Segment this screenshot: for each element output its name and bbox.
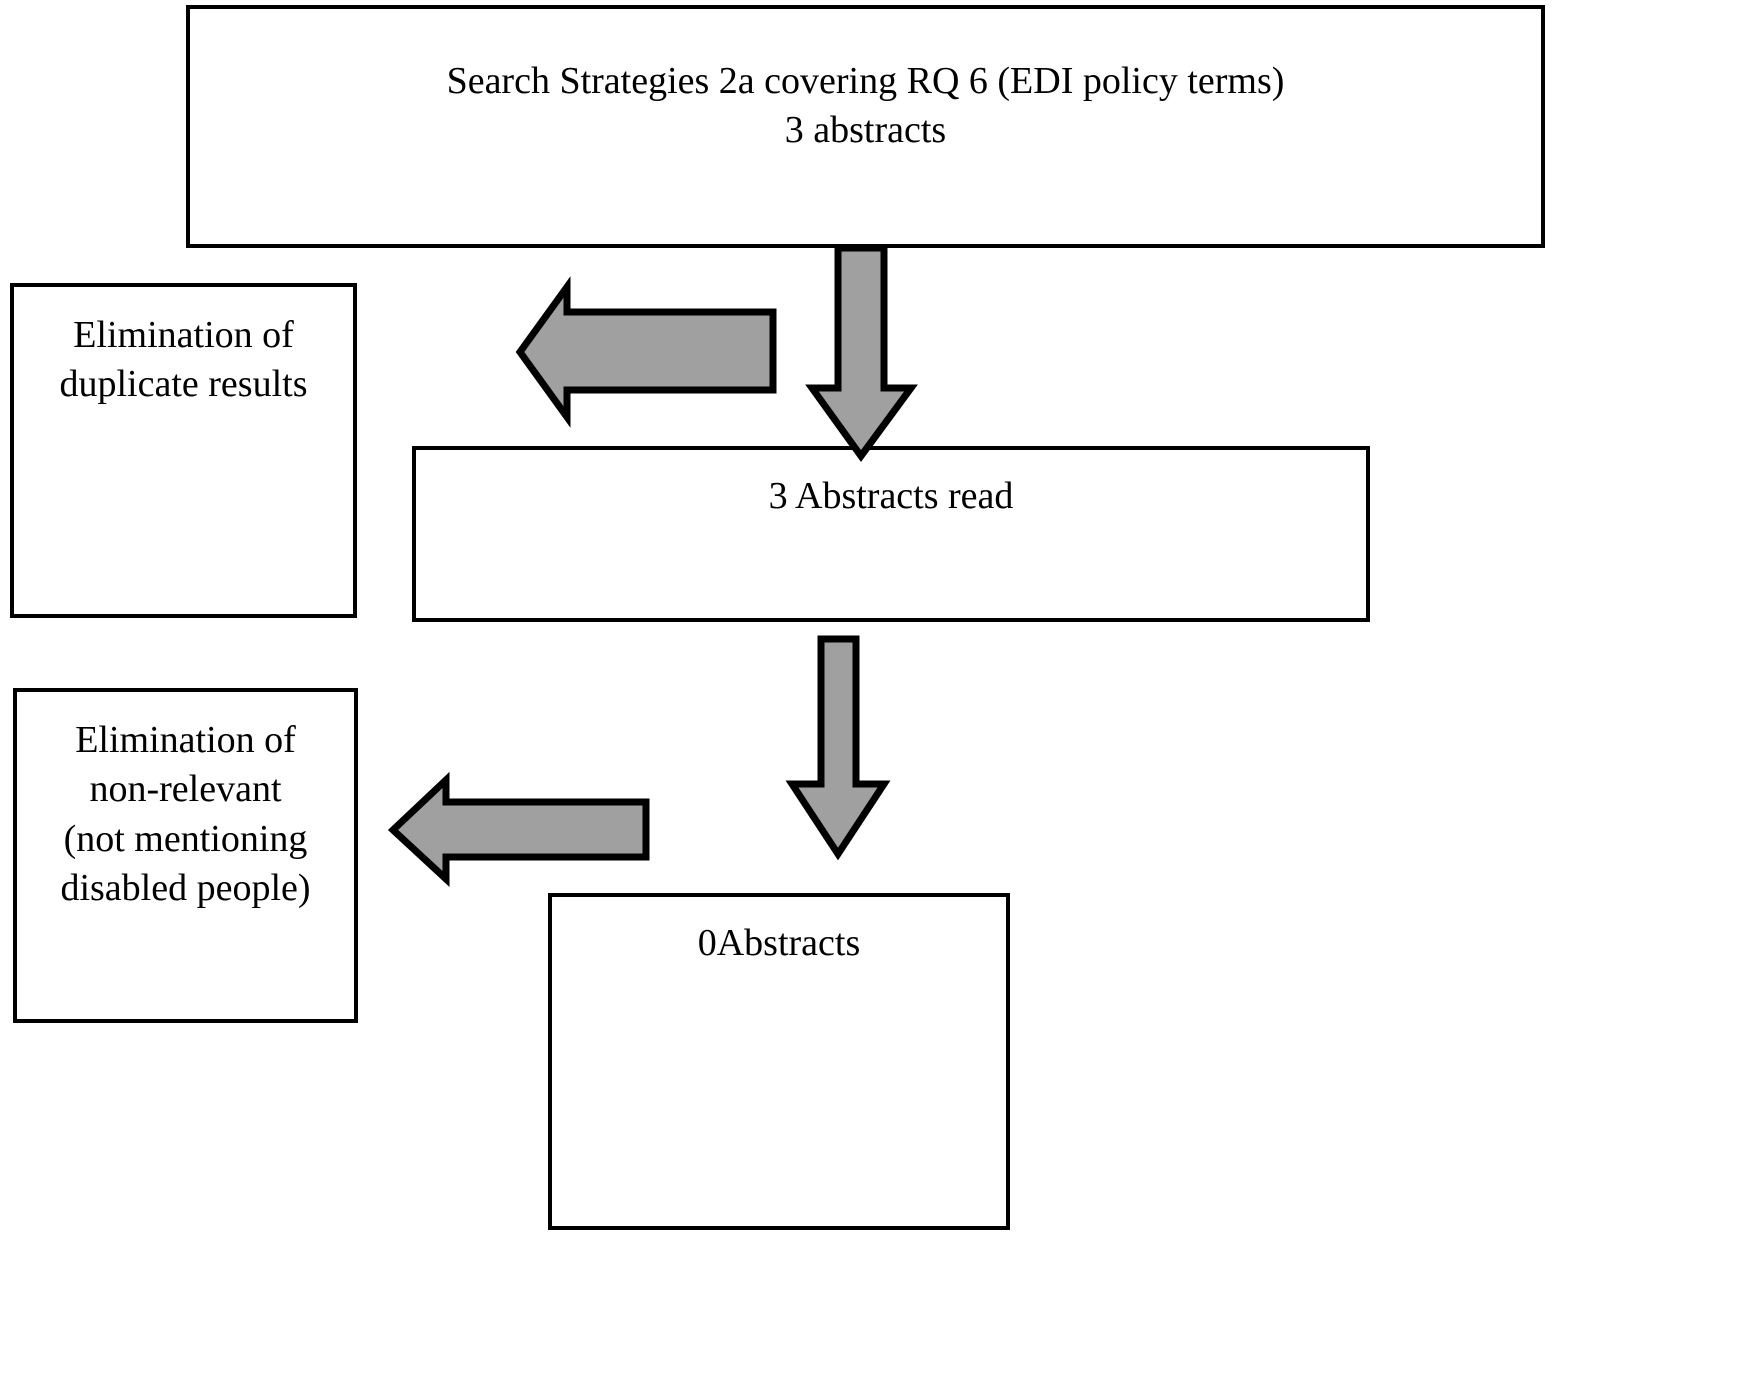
- elimination-non-relevant-line-1: Elimination of: [75, 719, 296, 761]
- abstracts-read-line-1: 3 Abstracts read: [768, 475, 1014, 517]
- elimination-non-relevant-line-3: (not mentioning: [63, 817, 308, 860]
- abstracts-read-box[interactable]: 3 Abstracts read: [412, 446, 1370, 622]
- arrow-down-search-to-read-icon: [805, 244, 918, 462]
- search-strategies-line-1: Search Strategies 2a covering RQ 6 (EDI …: [446, 60, 1285, 102]
- arrow-left-to-non-relevant-icon: [387, 771, 650, 888]
- arrow-down-read-to-zero-icon: [785, 635, 891, 861]
- zero-abstracts-box[interactable]: 0Abstracts: [548, 893, 1010, 1230]
- elimination-non-relevant-line-2: non-relevant: [89, 768, 282, 811]
- elimination-duplicates-line-2: duplicate results: [59, 363, 308, 406]
- search-strategies-line-2: 3 abstracts: [784, 109, 947, 152]
- elimination-duplicates-box[interactable]: Elimination of duplicate results: [10, 283, 357, 618]
- elimination-duplicates-line-1: Elimination of: [73, 314, 294, 356]
- zero-abstracts-line-1: 0Abstracts: [697, 922, 861, 964]
- search-strategies-box[interactable]: Search Strategies 2a covering RQ 6 (EDI …: [186, 5, 1545, 248]
- arrow-left-to-duplicates-icon: [515, 276, 777, 428]
- elimination-non-relevant-line-4: disabled people): [60, 867, 311, 910]
- elimination-non-relevant-box[interactable]: Elimination of non-relevant (not mention…: [13, 688, 358, 1023]
